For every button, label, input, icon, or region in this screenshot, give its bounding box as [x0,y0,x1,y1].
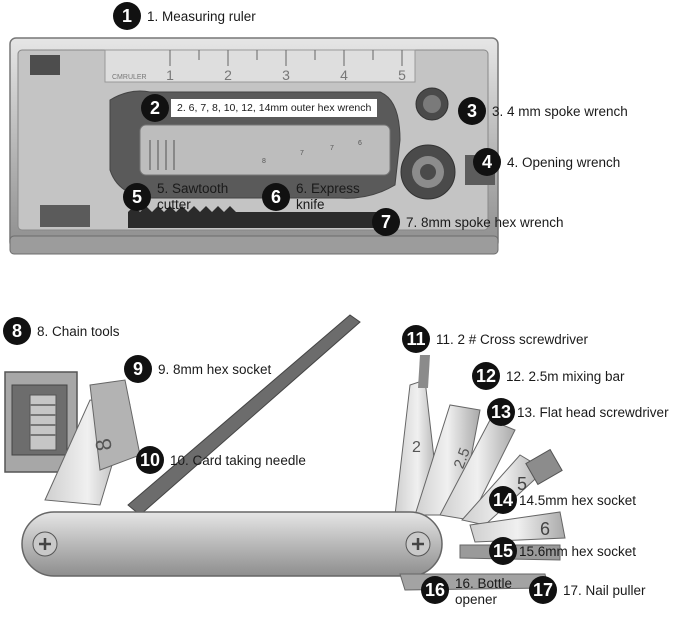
socket-size-mark: 5 [517,474,527,494]
callout-number-badge: 2 [141,94,169,122]
callout-label: 4. Opening wrench [507,154,621,170]
hex-size-mark: 7 [300,150,304,157]
hex-size-mark: 6 [358,140,362,147]
callout-label: 6. Express knife [296,181,360,212]
ruler-tick-label: 5 [398,67,406,83]
callout-flat-head-screwdriver: 13 13. Flat head screwdriver [487,398,669,426]
callout-number-badge: 8 [3,317,31,345]
callout-number-badge: 5 [123,183,151,211]
callout-number-badge: 13 [487,398,515,426]
callout-number-badge: 14 [489,486,517,514]
unfolded-tool: 8 2 2.5 5 6 [4,314,566,591]
ruler-tick-label: 4 [340,67,348,83]
callout-bottle-opener: 16 16. Bottle opener [421,576,527,608]
callout-number-badge: 1 [113,2,141,30]
callout-label: 10. Card taking needle [170,452,306,468]
callout-number-badge: 17 [529,576,557,604]
callout-number-badge: 6 [262,183,290,211]
socket-size-mark: 6 [540,519,550,539]
callout-hex-wrench: 2 2. 6, 7, 8, 10, 12, 14mm outer hex wre… [141,94,378,122]
callout-chain-tools: 8 8. Chain tools [3,317,120,345]
callout-number-badge: 3 [458,97,486,125]
callout-sawtooth-cutter: 5 5. Sawtooth cutter [123,181,235,213]
callout-number-badge: 10 [136,446,164,474]
callout-number-badge: 9 [124,355,152,383]
callout-label: 17. Nail puller [563,582,646,598]
callout-express-knife: 6 6. Express knife [262,181,366,213]
callout-hex-socket-8mm: 9 9. 8mm hex socket [124,355,271,383]
callout-label: 1. Measuring ruler [147,8,256,24]
callout-number-badge: 11 [402,325,430,353]
callout-spoke-wrench-4mm: 3 3. 4 mm spoke wrench [458,97,628,125]
callout-label: 8. Chain tools [37,323,120,339]
callout-label: 2. 6, 7, 8, 10, 12, 14mm outer hex wrenc… [171,99,378,117]
callout-label: 16. Bottle opener [455,576,513,607]
screwdriver-size-mark: 2 [412,439,421,456]
callout-mixing-bar: 12 12. 2.5m mixing bar [472,362,625,390]
callout-label: 14.5mm hex socket [519,492,637,508]
callout-number-badge: 16 [421,576,449,604]
callout-cross-screwdriver: 11 11. 2 # Cross screwdriver [402,325,588,353]
hex-size-mark: 7 [330,145,334,152]
callout-card-taking-needle: 10 10. Card taking needle [136,446,306,474]
callout-hex-socket-5mm: 14 14.5mm hex socket [489,486,636,514]
callout-measuring-ruler: 1 1. Measuring ruler [113,2,256,30]
ruler-brand: CMRULER [112,74,147,81]
hex-size-mark: 8 [262,158,266,165]
callout-spoke-hex-wrench-8mm: 7 7. 8mm spoke hex wrench [372,208,564,236]
callout-label: 5. Sawtooth cutter [157,181,229,212]
callout-label: 3. 4 mm spoke wrench [492,103,628,119]
callout-number-badge: 12 [472,362,500,390]
callout-label: 11. 2 # Cross screwdriver [436,331,589,347]
callout-label: 7. 8mm spoke hex wrench [406,214,564,230]
callout-label: 13. Flat head screwdriver [517,404,669,420]
callout-label: 9. 8mm hex socket [158,361,272,377]
ruler-tick-label: 3 [282,67,290,83]
callout-opening-wrench: 4 4. Opening wrench [473,148,620,176]
callout-label: 12. 2.5m mixing bar [506,368,625,384]
socket-size-mark: 8 [90,437,117,453]
ruler-tick-label: 1 [166,67,174,83]
callout-number-badge: 15 [489,537,517,565]
callout-hex-socket-6mm: 15 15.6mm hex socket [489,537,636,565]
callout-number-badge: 7 [372,208,400,236]
ruler-tick-label: 2 [224,67,232,83]
ruler: CMRULER 1 2 3 4 5 [104,49,416,83]
callout-nail-puller: 17 17. Nail puller [529,576,646,604]
callout-label: 15.6mm hex socket [519,543,637,559]
callout-number-badge: 4 [473,148,501,176]
